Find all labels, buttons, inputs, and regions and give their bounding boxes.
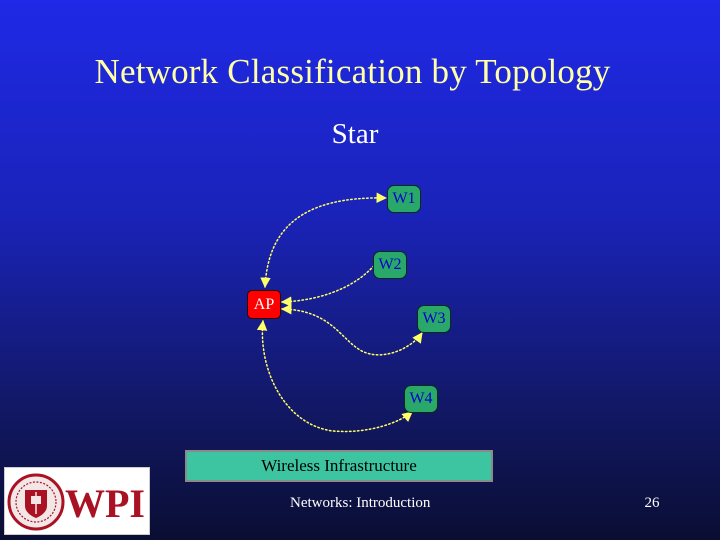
- wpi-seal-icon: WPI: [7, 473, 145, 531]
- node-ap: AP: [247, 290, 281, 319]
- svg-text:WPI: WPI: [65, 481, 145, 526]
- node-w1: W1: [387, 185, 421, 213]
- node-w2: W2: [373, 251, 407, 279]
- link-ap-w2: [280, 251, 385, 307]
- link-ap-w1: [260, 192, 388, 289]
- wpi-logo: WPI: [4, 467, 150, 535]
- link-ap-w3: [280, 303, 423, 356]
- wireless-infrastructure-caption: Wireless Infrastructure: [185, 450, 493, 482]
- slide-footer: Networks: Introduction: [290, 495, 431, 511]
- node-w4: W4: [404, 385, 438, 413]
- page-number: 26: [644, 495, 660, 511]
- slide-title: Network Classification by Topology: [94, 52, 611, 91]
- node-w3: W3: [417, 305, 451, 333]
- diagram-subtitle: Star: [331, 118, 379, 150]
- link-ap-w4: [256, 319, 413, 433]
